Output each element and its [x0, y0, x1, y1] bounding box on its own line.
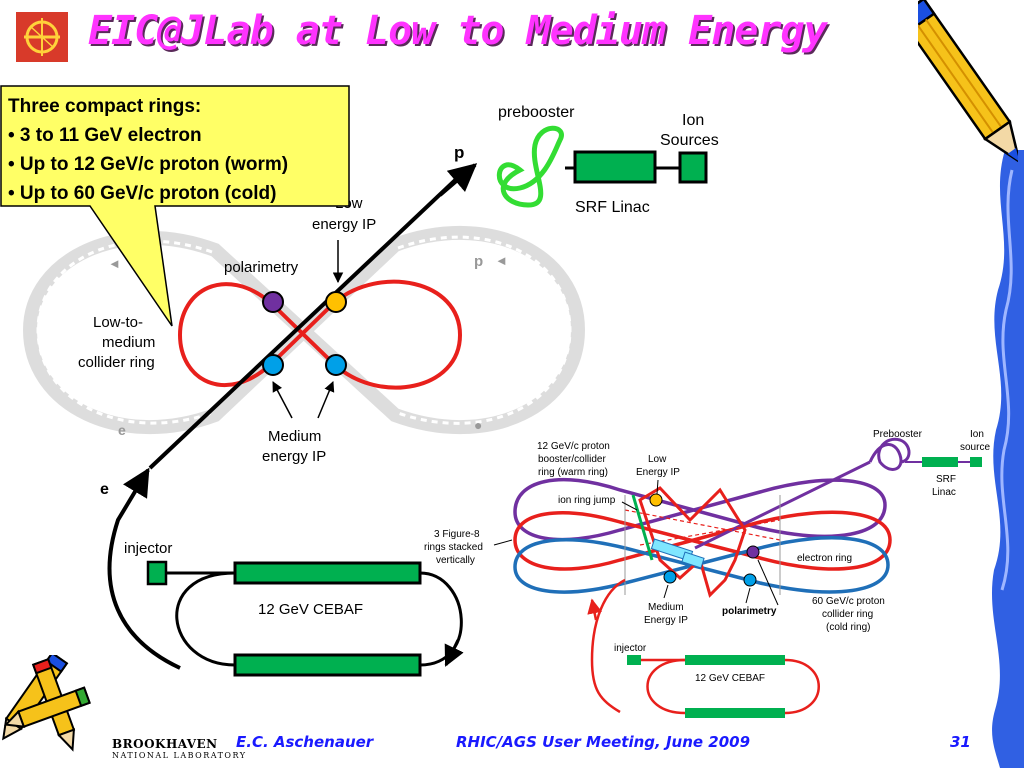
cebaf-linac-bottom [233, 653, 422, 677]
slide-title: EIC@JLab at Low to Medium Energy [88, 8, 828, 54]
collider-ring-background [22, 225, 586, 435]
detail-ion-source-1: Ion [970, 429, 984, 440]
detail-proton-ring-3: ring (warm ring) [538, 467, 608, 478]
callout-bullet-3: • Up to 60 GeV/c proton (cold) [8, 183, 277, 204]
detail-prebooster: Prebooster [873, 429, 923, 440]
polarimetry-point [262, 291, 284, 313]
callout-box [0, 85, 350, 327]
jlab-logo [16, 12, 68, 62]
label-injector: injector [124, 540, 172, 557]
callout-bullet-2: • Up to 12 GeV/c proton (worm) [8, 154, 289, 175]
detail-medium-ip-1: Medium [648, 602, 684, 613]
label-ring-2: medium [102, 334, 155, 351]
detail-srf-1: SRF [936, 474, 956, 485]
bnl-logo-name: BROOKHAVEN [112, 737, 218, 751]
medium-energy-ip-point-left [262, 354, 284, 376]
label-ion-sources-1: Ion [682, 112, 704, 129]
callout-heading: Three compact rings: [8, 96, 202, 117]
detail-cold-ring-1: 60 GeV/c proton [812, 596, 885, 607]
beamline-to-p [438, 163, 478, 197]
ring-arrow-marker: ◄ [108, 256, 121, 271]
footer-meeting: RHIC/AGS User Meeting, June 2009 [456, 733, 751, 751]
detail-srf-2: Linac [932, 487, 956, 498]
detail-proton-ring-2: booster/collider [538, 454, 606, 465]
detail-medium-ip-2: Energy IP [644, 615, 688, 626]
medium-energy-ip-point-right [325, 354, 347, 376]
detail-figure8-2: rings stacked [424, 542, 483, 553]
cebaf-linac-top [233, 561, 422, 585]
detail-electron-ring: electron ring [797, 553, 852, 564]
ring-arrow-marker: ◄ [495, 253, 508, 268]
prebooster-ring [496, 125, 564, 208]
detail-figure8-1: 3 Figure-8 [434, 529, 480, 540]
label-p: p [454, 143, 464, 162]
label-low-energy-ip-2: energy IP [312, 216, 376, 233]
ring-marker-p: p [474, 253, 483, 270]
detail-figure8-3: vertically [436, 555, 475, 566]
footer-author: E.C. Aschenauer [236, 733, 374, 751]
detail-cold-ring-3: (cold ring) [826, 622, 870, 633]
injector-box [146, 560, 168, 586]
label-ring-1: Low-to- [93, 314, 143, 331]
label-cebaf: 12 GeV CEBAF [258, 601, 363, 618]
detail-proton-ring-1: 12 GeV/c proton [537, 441, 610, 452]
label-medium-ip-1: Medium [268, 428, 321, 445]
srf-linac-box [573, 150, 657, 184]
pencils-icon [2, 655, 91, 752]
detail-injector: injector [614, 643, 647, 654]
label-medium-ip-2: energy IP [262, 448, 326, 465]
label-srf-linac: SRF Linac [575, 199, 650, 216]
label-ion-sources-2: Sources [660, 132, 719, 149]
callout-bullet-1: • 3 to 11 GeV electron [8, 125, 202, 146]
footer-page-number: 31 [950, 733, 971, 751]
detail-cebaf: 12 GeV CEBAF [695, 673, 765, 684]
bnl-logo-sub: NATIONAL LABORATORY [112, 751, 247, 760]
ring-marker-e: e [118, 422, 126, 438]
pencil-icon [918, 0, 1018, 165]
label-ring-3: collider ring [78, 354, 155, 371]
label-polarimetry: polarimetry [224, 259, 299, 276]
detail-cold-ring-2: collider ring [822, 609, 873, 620]
ion-source-box [678, 151, 708, 184]
label-prebooster: prebooster [498, 104, 575, 121]
callout-text: Three compact rings: • 3 to 11 GeV elect… [8, 92, 348, 208]
label-e: e [100, 481, 109, 498]
detail-low-ip-1: Low [648, 454, 667, 465]
low-energy-ip-point [325, 291, 347, 313]
detail-polarimetry: polarimetry [722, 606, 777, 617]
detail-ion-ring-jump: ion ring jump [558, 495, 616, 506]
beamline-e [107, 467, 181, 670]
svg-text:●: ● [474, 417, 482, 433]
detail-ion-source-2: source [960, 442, 990, 453]
detail-low-ip-2: Energy IP [636, 467, 680, 478]
beamline-main [148, 166, 470, 470]
